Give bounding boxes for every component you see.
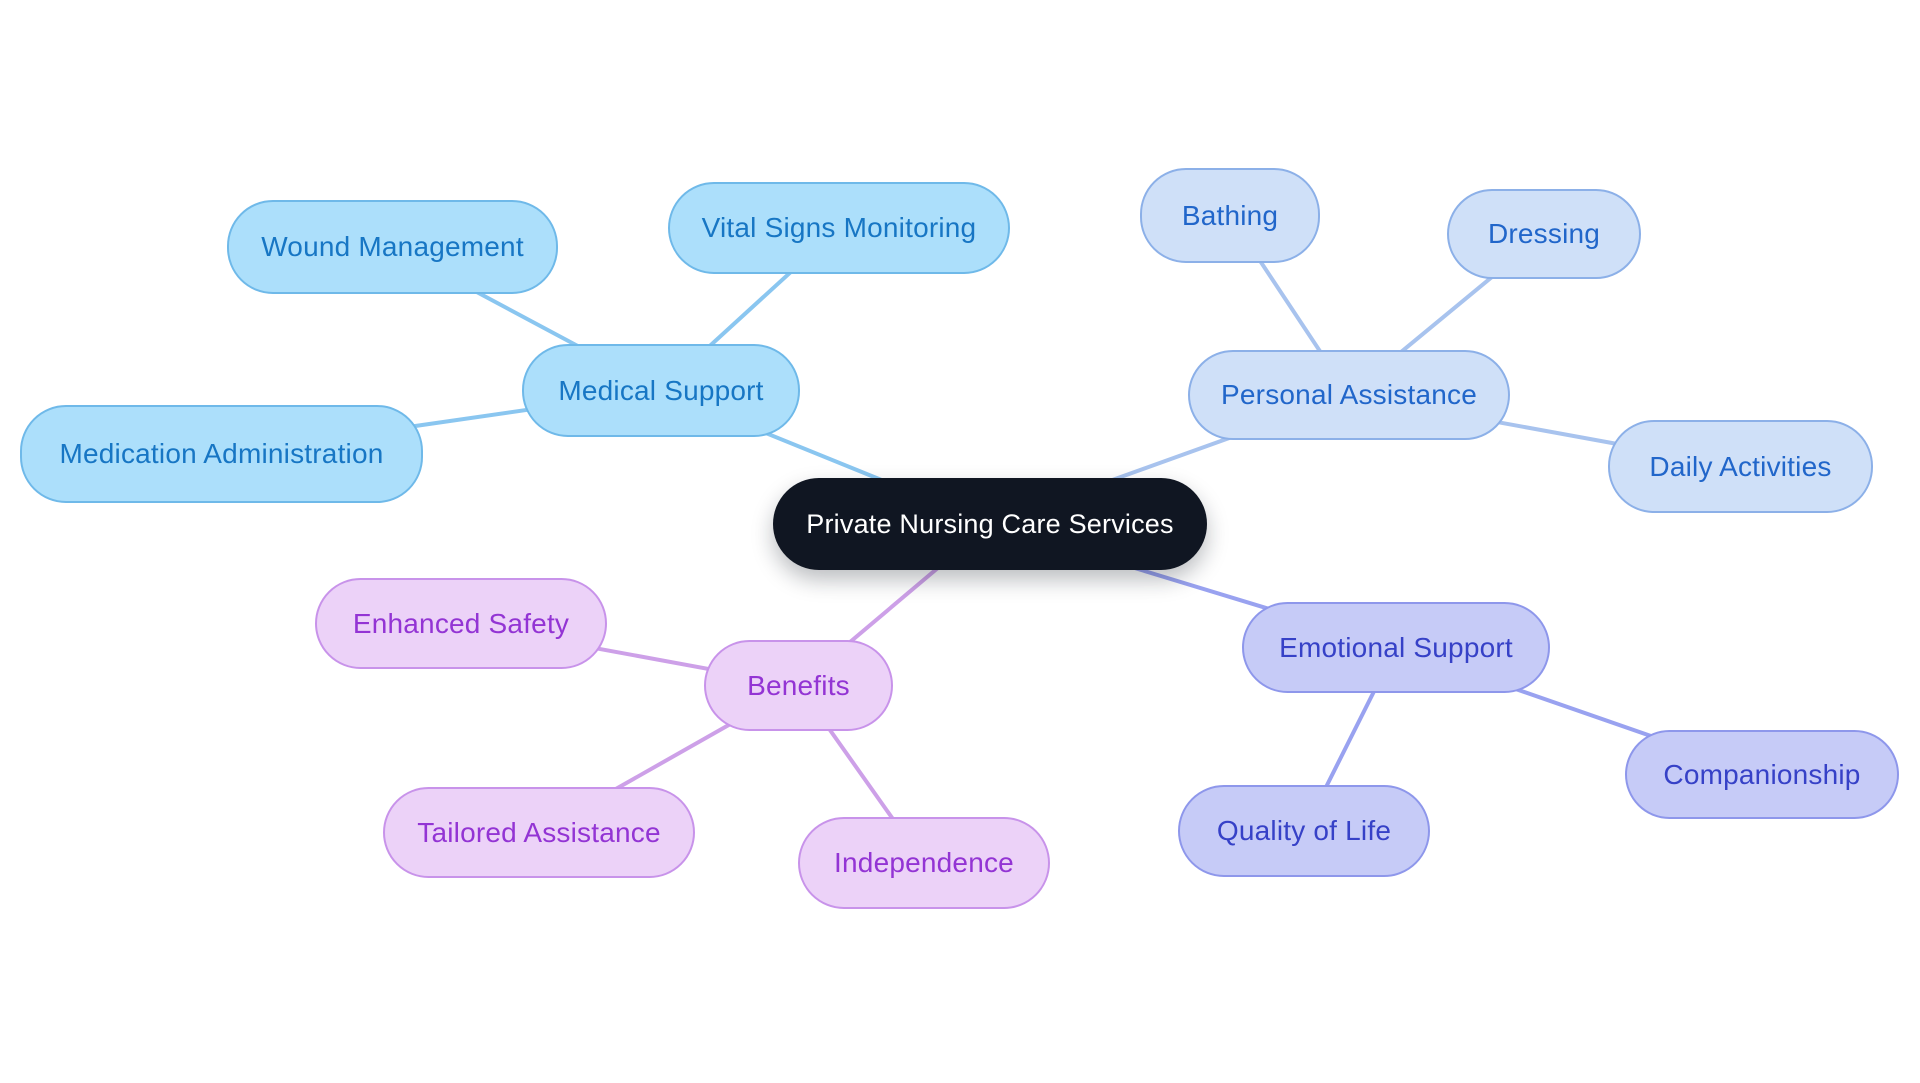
node-vital-signs-monitoring[interactable]: Vital Signs Monitoring xyxy=(668,182,1010,274)
node-label: Tailored Assistance xyxy=(417,816,661,848)
node-label: Medication Administration xyxy=(59,438,384,469)
node-label: Independence xyxy=(834,847,1014,878)
node-label: Companionship xyxy=(1663,758,1861,790)
node-private-nursing-care-services[interactable]: Private Nursing Care Services xyxy=(773,478,1207,570)
node-personal-assistance[interactable]: Personal Assistance xyxy=(1188,350,1510,440)
node-benefits[interactable]: Benefits xyxy=(704,640,893,731)
node-label: Benefits xyxy=(747,669,850,701)
node-label: Emotional Support xyxy=(1279,631,1513,663)
node-label: Personal Assistance xyxy=(1221,379,1477,410)
node-label: Bathing xyxy=(1181,199,1279,231)
node-label: Wound Management xyxy=(261,231,524,262)
node-wound-management[interactable]: Wound Management xyxy=(227,200,558,294)
node-emotional-support[interactable]: Emotional Support xyxy=(1242,602,1550,693)
node-independence[interactable]: Independence xyxy=(798,817,1050,909)
node-label: Dressing xyxy=(1487,218,1601,249)
node-medical-support[interactable]: Medical Support xyxy=(522,344,800,437)
node-label: Quality of Life xyxy=(1216,815,1392,846)
node-tailored-assistance[interactable]: Tailored Assistance xyxy=(383,787,695,878)
node-label: Private Nursing Care Services xyxy=(806,508,1174,539)
node-enhanced-safety[interactable]: Enhanced Safety xyxy=(315,578,607,669)
node-dressing[interactable]: Dressing xyxy=(1447,189,1641,279)
node-label: Daily Activities xyxy=(1649,450,1832,482)
node-companionship[interactable]: Companionship xyxy=(1625,730,1899,819)
node-daily-activities[interactable]: Daily Activities xyxy=(1608,420,1873,513)
node-label: Vital Signs Monitoring xyxy=(701,212,977,243)
node-quality-of-life[interactable]: Quality of Life xyxy=(1178,785,1430,877)
node-label: Enhanced Safety xyxy=(352,607,570,639)
node-medication-administration[interactable]: Medication Administration xyxy=(20,405,423,503)
node-label: Medical Support xyxy=(558,374,764,406)
node-bathing[interactable]: Bathing xyxy=(1140,168,1320,263)
